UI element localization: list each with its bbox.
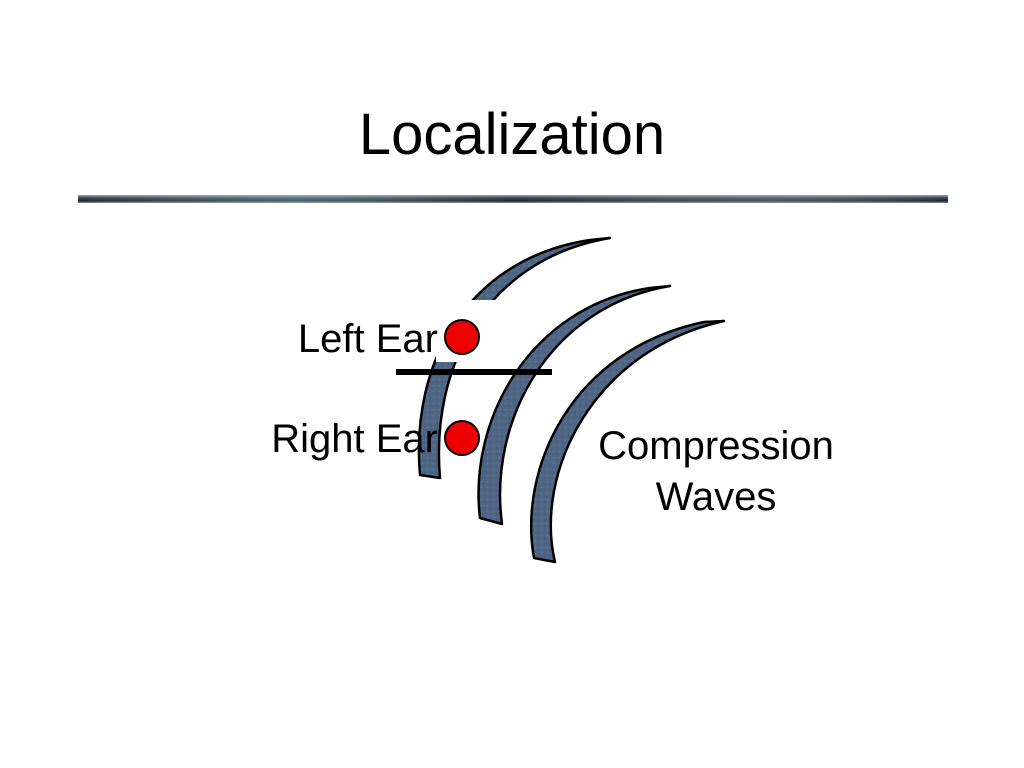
title-divider — [78, 195, 948, 203]
compression-wave-middle — [477, 284, 672, 526]
left-ear-label: Left Ear — [298, 317, 438, 361]
slide-title: Localization — [358, 102, 666, 167]
right-ear-marker — [444, 420, 480, 456]
waves-label-line2: Waves — [656, 475, 777, 519]
waves-label-line1: Compression — [598, 424, 834, 468]
right-ear-label: Right Ear — [271, 417, 438, 461]
left-ear-marker — [444, 319, 480, 355]
compression-wave-inner — [417, 236, 612, 480]
compression-wave-outer — [529, 319, 726, 564]
